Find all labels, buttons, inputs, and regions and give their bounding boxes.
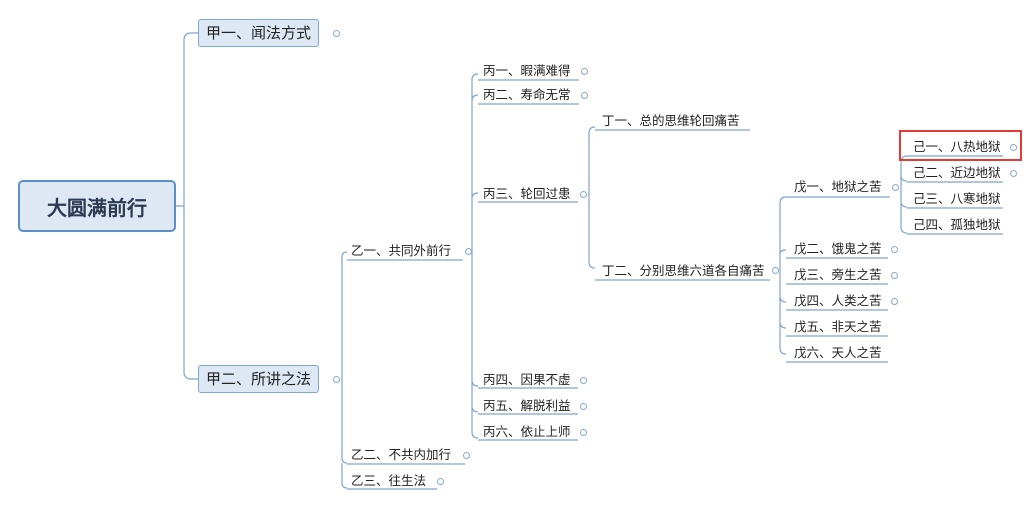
collapse-icon[interactable] (892, 184, 899, 191)
topic-yi3[interactable]: 乙三、往生法 (351, 473, 427, 488)
connector-ding2 (779, 196, 787, 355)
topic-jia1[interactable]: 甲一、闻法方式 (198, 19, 320, 47)
selection-highlight (899, 130, 1022, 161)
connector-yi1 (471, 73, 479, 439)
expand-icon[interactable] (1010, 144, 1017, 151)
topic-ji1[interactable]: 己一、八热地狱 (913, 139, 1001, 154)
connector-jia2 (341, 251, 348, 489)
expand-icon[interactable] (580, 377, 587, 384)
connector-wu1 (900, 155, 908, 234)
topic-ji2[interactable]: 己二、近边地狱 (913, 165, 1001, 180)
topic-wu2[interactable]: 戊二、饿鬼之苦 (794, 241, 882, 256)
collapse-icon[interactable] (772, 267, 779, 274)
topic-ding1[interactable]: 丁一、总的思维轮回痛苦 (602, 113, 740, 128)
collapse-icon[interactable] (465, 248, 472, 255)
expand-icon[interactable] (1010, 170, 1017, 177)
topic-yi1[interactable]: 乙一、共同外前行 (351, 243, 452, 258)
expand-icon[interactable] (580, 429, 587, 436)
topic-yi2[interactable]: 乙二、不共内加行 (351, 447, 452, 462)
connector-root (176, 32, 198, 380)
root-topic[interactable]: 大圆满前行 (18, 180, 176, 232)
expand-icon[interactable] (437, 478, 444, 485)
expand-icon[interactable] (463, 452, 470, 459)
expand-icon[interactable] (891, 246, 898, 253)
expand-icon[interactable] (333, 30, 340, 37)
collapse-icon[interactable] (333, 376, 340, 383)
topic-bing5[interactable]: 丙五、解脱利益 (483, 398, 571, 413)
topic-bing4[interactable]: 丙四、因果不虚 (483, 372, 571, 387)
topic-wu1[interactable]: 戊一、地狱之苦 (794, 179, 882, 194)
topic-wu6[interactable]: 戊六、天人之苦 (794, 345, 882, 360)
topic-wu3[interactable]: 戊三、旁生之苦 (794, 267, 882, 282)
topic-ding2[interactable]: 丁二、分别思维六道各自痛苦 (602, 263, 765, 278)
topic-bing1[interactable]: 丙一、暇满难得 (483, 63, 571, 78)
topic-bing3[interactable]: 丙三、轮回过患 (483, 186, 571, 201)
expand-icon[interactable] (581, 92, 588, 99)
expand-icon[interactable] (580, 403, 587, 410)
expand-icon[interactable] (891, 272, 898, 279)
topic-wu4[interactable]: 戊四、人类之苦 (794, 293, 882, 308)
expand-icon[interactable] (891, 298, 898, 305)
collapse-icon[interactable] (580, 191, 587, 198)
topic-bing2[interactable]: 丙二、寿命无常 (483, 87, 571, 102)
connector-bing3 (588, 126, 596, 269)
topic-ji3[interactable]: 己三、八寒地狱 (913, 191, 1001, 206)
topic-wu5[interactable]: 戊五、非天之苦 (794, 319, 882, 334)
topic-jia2[interactable]: 甲二、所讲之法 (198, 365, 320, 393)
topic-ji4[interactable]: 己四、孤独地狱 (913, 217, 1001, 232)
topic-bing6[interactable]: 丙六、依止上师 (483, 424, 571, 439)
expand-icon[interactable] (581, 68, 588, 75)
